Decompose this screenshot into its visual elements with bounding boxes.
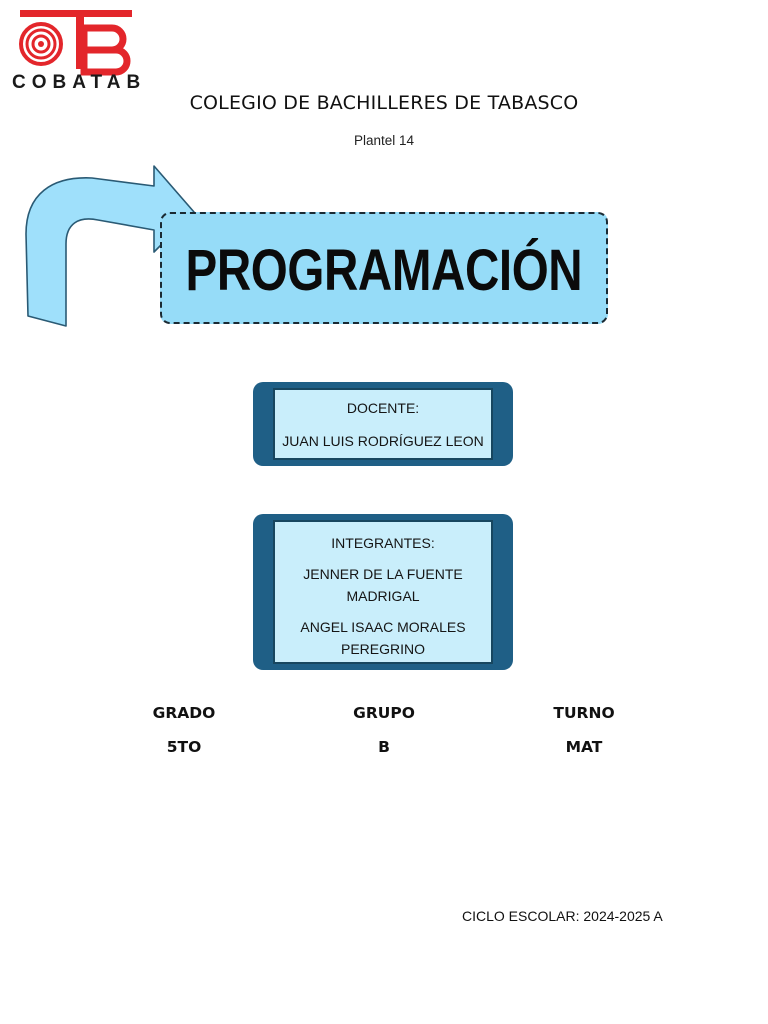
shift-label: TURNO xyxy=(553,704,615,722)
member-name-line: MADRIGAL xyxy=(346,588,420,604)
teacher-label: DOCENTE: xyxy=(346,400,420,416)
curved-arrow-icon xyxy=(25,165,195,327)
member-item: JENNER DE LA FUENTE MADRIGAL xyxy=(275,563,491,607)
members-label: INTEGRANTES: xyxy=(331,535,435,551)
campus-label: Plantel 14 xyxy=(353,133,415,148)
teacher-name: JUAN LUIS RODRÍGUEZ LEON xyxy=(282,433,484,449)
member-name-line: ANGEL ISAAC MORALES xyxy=(300,619,466,635)
school-cycle: CICLO ESCOLAR: 2024-2025 A xyxy=(462,908,663,924)
teacher-card-body: DOCENTE: JUAN LUIS RODRÍGUEZ LEON xyxy=(273,388,493,460)
title-banner: PROGRAMACIÓN xyxy=(160,212,608,324)
members-card-body: INTEGRANTES: JENNER DE LA FUENTE MADRIGA… xyxy=(273,520,493,664)
document-title: PROGRAMACIÓN xyxy=(185,237,583,303)
grade-label: GRADO xyxy=(152,704,216,722)
grade-value: 5TO xyxy=(166,738,202,756)
cobatab-logo-mark xyxy=(19,10,132,76)
group-column: GRUPO B xyxy=(304,704,464,756)
logo-wordmark: COBATAB xyxy=(12,72,147,93)
member-item: ANGEL ISAAC MORALES PEREGRINO xyxy=(275,616,491,660)
group-label: GRUPO xyxy=(353,704,415,722)
school-name: COLEGIO DE BACHILLERES DE TABASCO xyxy=(189,92,579,114)
members-card: INTEGRANTES: JENNER DE LA FUENTE MADRIGA… xyxy=(253,514,513,670)
member-name-line: JENNER DE LA FUENTE xyxy=(303,566,463,582)
teacher-card: DOCENTE: JUAN LUIS RODRÍGUEZ LEON xyxy=(253,382,513,466)
member-name-line: PEREGRINO xyxy=(340,641,425,657)
grade-column: GRADO 5TO xyxy=(104,704,264,756)
group-value: B xyxy=(378,738,390,756)
shift-value: MAT xyxy=(565,738,603,756)
shift-column: TURNO MAT xyxy=(504,704,664,756)
